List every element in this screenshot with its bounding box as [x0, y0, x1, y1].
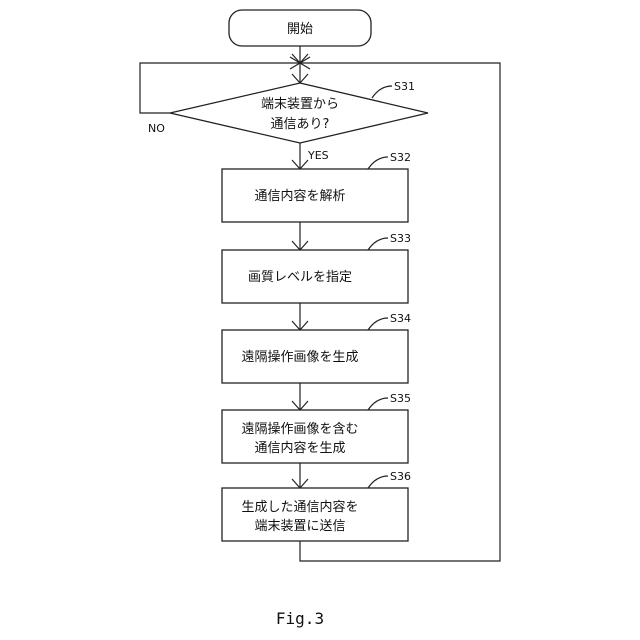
start-label: 開始	[287, 22, 313, 37]
s35-line2: 通信内容を生成	[254, 440, 345, 456]
s32-line1: 通信内容を解析	[254, 188, 345, 204]
yes-label: YES	[307, 149, 329, 162]
s35-id: S35	[390, 392, 411, 405]
s34-id: S34	[390, 312, 411, 325]
decision-s31	[170, 83, 428, 143]
s36-line1: 生成した通信内容を	[241, 499, 358, 515]
s33-id: S33	[390, 232, 411, 245]
s36-line2: 端末装置に送信	[254, 519, 345, 534]
s33-line1: 画質レベルを指定	[248, 270, 352, 285]
s31-line1: 端末装置から	[261, 97, 339, 112]
no-label: NO	[148, 122, 165, 135]
s31-line2: 通信あり?	[271, 117, 330, 132]
s32-id: S32	[390, 151, 411, 164]
figure-caption: Fig.3	[276, 609, 324, 628]
s36-id: S36	[390, 470, 411, 483]
s35-line1: 遠隔操作画像を含む	[241, 421, 358, 437]
s31-id: S31	[394, 80, 415, 93]
s34-line1: 遠隔操作画像を生成	[241, 349, 358, 365]
